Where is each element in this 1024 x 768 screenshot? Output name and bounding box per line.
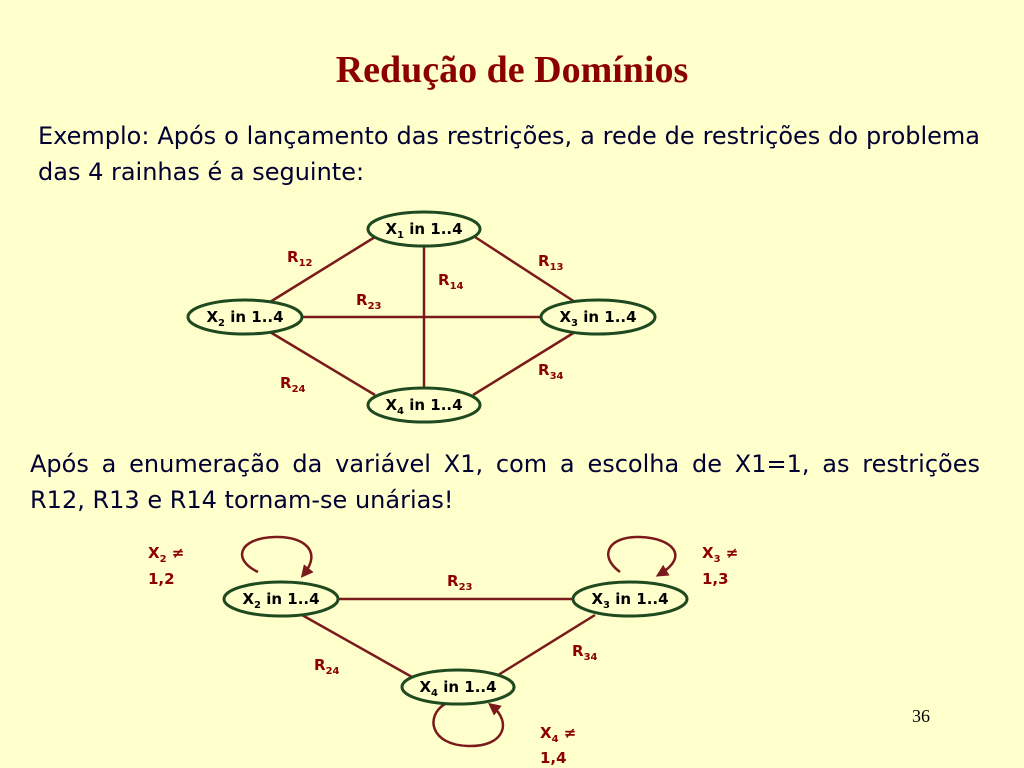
edge-r23-label: R23 [356,291,382,312]
node-x4-label: X4 in 1..4 [385,396,462,417]
unary-x2-values: 1,2 [148,570,175,588]
node-x4-reduced [400,668,516,706]
diagram-2: X2 in 1..4 X3 in 1..4 X4 in 1..4 R23 R24… [148,535,738,767]
intro-paragraph: Exemplo: Após o lançamento das restriçõe… [38,122,980,186]
edge-r34 [472,330,576,397]
node-x1 [366,210,482,248]
edge-r24 [269,330,376,397]
node-x3-reduced-label: X3 in 1..4 [591,590,668,611]
edge-r12 [269,235,376,304]
node-x3 [539,298,657,336]
edge-r34-label: R34 [538,361,564,382]
node-x3-reduced [571,580,689,618]
node-x4 [366,386,482,424]
node-x2-label: X2 in 1..4 [206,308,283,329]
node-x1-label: X1 in 1..4 [385,220,462,241]
node-x3-label: X3 in 1..4 [559,308,636,329]
slide-number: 36 [912,706,930,726]
unary-x4-label: X4 ≠ [540,724,576,745]
edge-r24-reduced [301,613,413,679]
unary-loop-x3 [607,535,677,577]
edge-r13 [474,235,576,304]
edge-r34-reduced-label: R34 [572,642,598,663]
unary-x2-label: X2 ≠ [148,544,184,565]
slide-title: Redução de Domínios [335,49,689,91]
unary-loop-x4 [432,702,505,748]
enumeration-paragraph: Após a enumeração da variável X1, com a … [30,450,980,514]
node-x2-reduced-label: X2 in 1..4 [242,590,319,611]
edge-r12-label: R12 [287,248,313,269]
node-x2-reduced [222,580,340,618]
edge-r34-reduced [494,613,596,679]
edge-r13-label: R13 [538,252,564,273]
edge-r24-label: R24 [280,374,306,395]
unary-loop-x2 [240,535,314,578]
edge-r14-label: R14 [438,271,464,292]
unary-x3-label: X3 ≠ [702,544,738,565]
diagram-1: X1 in 1..4 X2 in 1..4 X3 in 1..4 X4 in 1… [186,210,657,424]
edge-r24-reduced-label: R24 [314,656,340,677]
unary-x4-values: 1,4 [540,749,567,767]
node-x2 [186,298,304,336]
node-x4-reduced-label: X4 in 1..4 [419,678,496,699]
edge-r23-reduced-label: R23 [447,572,473,593]
unary-x3-values: 1,3 [702,570,729,588]
